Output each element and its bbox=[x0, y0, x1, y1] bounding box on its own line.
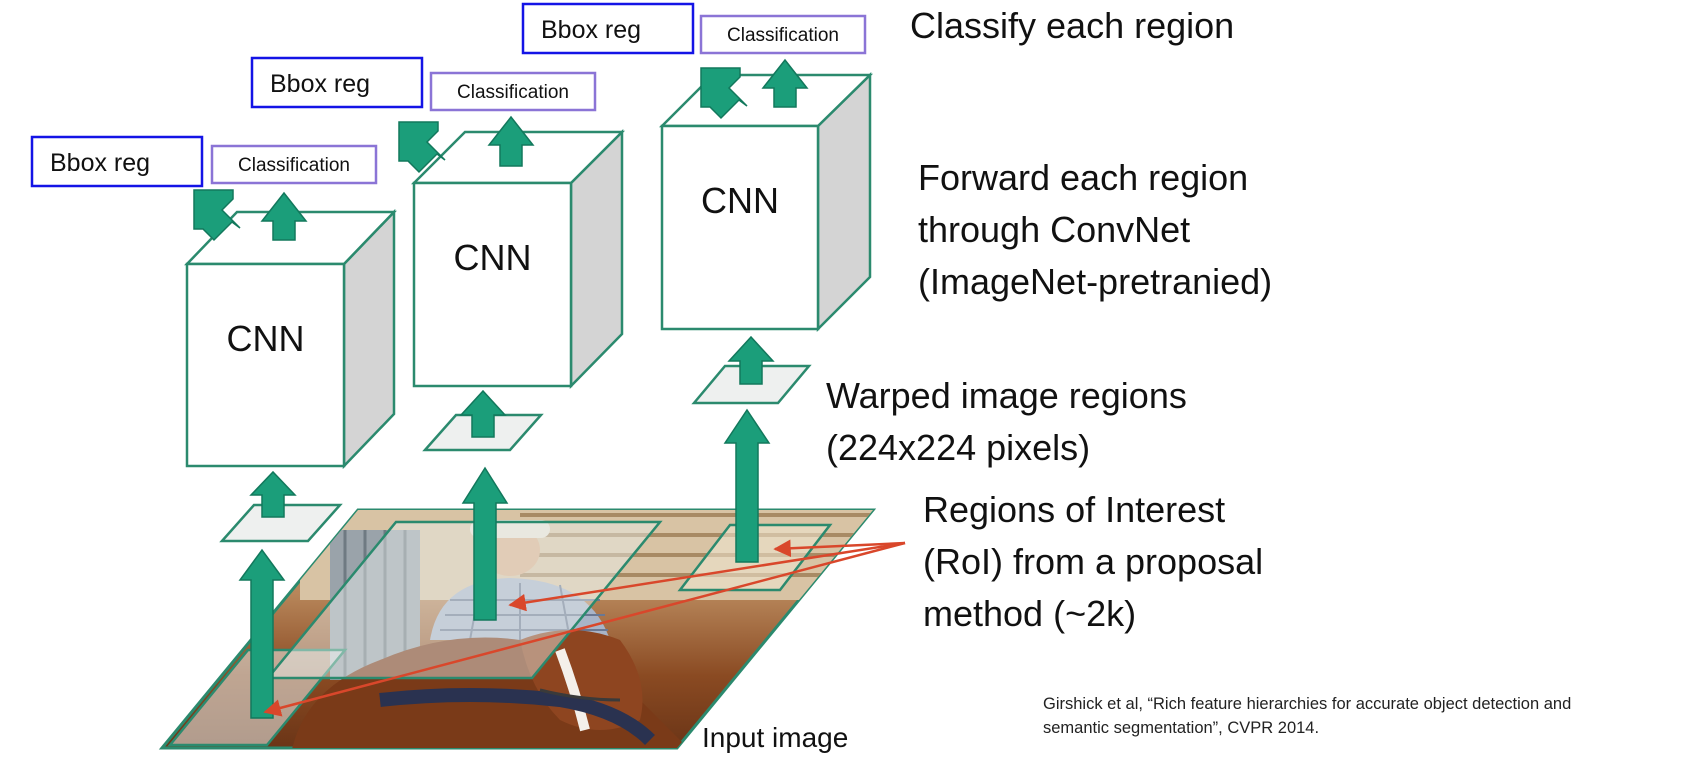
up-arrow-icon bbox=[487, 115, 535, 167]
citation: Girshick et al, “Rich feature hierarchie… bbox=[1043, 692, 1571, 740]
roi-pointers bbox=[263, 539, 906, 717]
up-arrow-icon bbox=[249, 470, 297, 518]
annotation-classify: Classify each region bbox=[910, 0, 1234, 52]
up-arrow-icon bbox=[727, 335, 775, 385]
cnn-block: CNN bbox=[184, 208, 397, 470]
citation-line: Girshick et al, “Rich feature hierarchie… bbox=[1043, 695, 1572, 713]
classification-label: Classification bbox=[727, 25, 839, 46]
annotation-rois: Regions of Interest (RoI) from a proposa… bbox=[923, 484, 1263, 640]
bbox-reg-box: Bbox reg bbox=[250, 56, 424, 109]
bbox-reg-label: Bbox reg bbox=[270, 70, 370, 98]
up-arrow-icon bbox=[723, 408, 771, 563]
annotation-line: (224x224 pixels) bbox=[826, 427, 1091, 468]
annotation-line: (RoI) from a proposal bbox=[923, 541, 1264, 582]
citation-line: semantic segmentation”, CVPR 2014. bbox=[1043, 719, 1320, 737]
up-arrow-icon bbox=[461, 466, 509, 621]
cnn-label: CNN bbox=[454, 237, 532, 278]
bbox-reg-box: Bbox reg bbox=[30, 135, 204, 188]
bbox-reg-label: Bbox reg bbox=[541, 16, 641, 44]
annotation-warped: Warped image regions (224x224 pixels) bbox=[826, 370, 1187, 474]
bbox-reg-label: Bbox reg bbox=[50, 149, 150, 177]
cnn-block: CNN bbox=[410, 128, 626, 390]
classification-label: Classification bbox=[457, 82, 569, 103]
cnn-label: CNN bbox=[701, 180, 779, 221]
cnn-block: CNN bbox=[658, 72, 874, 333]
classification-box: Classification bbox=[429, 71, 597, 112]
annotation-line: Warped image regions bbox=[826, 375, 1187, 416]
classification-box: Classification bbox=[699, 14, 867, 55]
up-arrow-icon bbox=[260, 191, 308, 241]
annotation-line: through ConvNet bbox=[918, 209, 1191, 250]
classification-box: Classification bbox=[210, 144, 378, 185]
input-image-label: Input image bbox=[702, 722, 849, 753]
annotation-line: method (~2k) bbox=[923, 593, 1137, 634]
up-arrow-icon bbox=[761, 58, 809, 108]
annotation-line: Regions of Interest bbox=[923, 489, 1226, 530]
classification-label: Classification bbox=[238, 155, 350, 176]
diagonal-arrow-icon bbox=[398, 121, 446, 174]
cnn-label: CNN bbox=[227, 318, 305, 359]
bbox-reg-box: Bbox reg bbox=[521, 2, 695, 55]
warped-region bbox=[219, 503, 343, 543]
diagonal-arrow-icon bbox=[700, 67, 748, 120]
up-arrow-icon bbox=[459, 389, 507, 438]
diagonal-arrow-icon bbox=[193, 189, 241, 242]
up-arrow-icon bbox=[238, 548, 286, 719]
annotation-line: Forward each region bbox=[918, 157, 1249, 198]
annotation-line: Classify each region bbox=[910, 5, 1235, 46]
annotation-line: (ImageNet-pretranied) bbox=[918, 261, 1273, 302]
annotation-forward: Forward each region through ConvNet (Ima… bbox=[918, 152, 1272, 308]
